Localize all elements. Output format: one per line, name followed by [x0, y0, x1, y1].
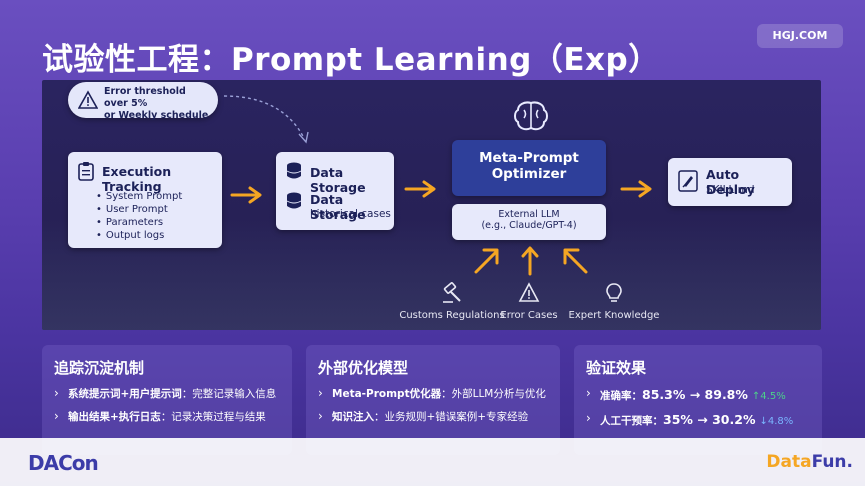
card-items: 系统提示词+用户提示词：完整记录输入信息 输出结果+执行日志：记录决策过程与结果: [54, 386, 289, 433]
trigger-line1: Error threshold over 5%: [104, 86, 186, 109]
storage-subtitle: historical cases: [310, 208, 391, 220]
card-items: 准确率：85.3% → 89.8%↑4.5% 人工干预率：35% → 30.2%…: [586, 386, 821, 437]
execution-items: System Prompt User Prompt Parameters Out…: [96, 190, 182, 242]
storage-title-1: Data Storage: [310, 165, 366, 195]
card-title: 追踪沉淀机制: [54, 359, 145, 377]
warning-icon: [78, 90, 98, 109]
card-optimizer: 外部优化模型 Meta-Prompt优化器：外部LLM分析与优化 知识注入：业务…: [306, 345, 560, 455]
site-badge: HGJ.COM: [757, 24, 843, 48]
arrow-up-left-icon: [563, 248, 588, 274]
datafun-logo: DataFun.: [766, 452, 853, 472]
execution-item: User Prompt: [96, 203, 182, 216]
external-llm-node: External LLM (e.g., Claude/GPT-4): [452, 204, 606, 240]
llm-line1: External LLM: [498, 209, 560, 220]
clipboard-icon: [78, 162, 94, 181]
execution-tracking-node: Execution Tracking System Prompt User Pr…: [68, 152, 222, 248]
factor-customs: Customs Regulations: [392, 282, 512, 321]
factor-label: Customs Regulations: [399, 310, 505, 321]
footer-bar: DACon DataFun.: [0, 438, 865, 486]
warning-icon: [518, 282, 540, 302]
brain-icon: [514, 101, 548, 131]
factor-label: Error Cases: [500, 310, 558, 321]
metric-accuracy: 准确率：85.3% → 89.8%↑4.5%: [586, 386, 821, 404]
auto-deploy-node: Auto Deploy SKILL.md: [668, 158, 792, 206]
storage-title-2: Data Storage: [310, 192, 366, 222]
factor-expert: Expert Knowledge: [564, 282, 664, 321]
execution-item: System Prompt: [96, 190, 182, 203]
dacon-logo: DACon: [28, 451, 99, 475]
dashed-arrow: [223, 95, 309, 144]
llm-line2: (e.g., Claude/GPT-4): [481, 220, 577, 231]
optimizer-line2: Optimizer: [491, 166, 567, 182]
metric-intervention: 人工干预率：35% → 30.2%↓4.8%: [586, 411, 821, 429]
arrow-right-icon: [404, 180, 436, 198]
execution-item: Output logs: [96, 229, 182, 242]
trigger-line2: or Weekly schedule: [104, 110, 209, 121]
card-title: 外部优化模型: [318, 359, 409, 377]
gavel-icon: [443, 282, 461, 303]
card-item: 输出结果+执行日志：记录决策过程与结果: [54, 409, 289, 425]
arrow-up-icon: [521, 246, 539, 276]
card-title: 验证效果: [586, 359, 647, 377]
deploy-title: Auto Deploy: [706, 167, 755, 197]
card-item: 知识注入：业务规则+错误案例+专家经验: [318, 409, 553, 425]
execution-item: Parameters: [96, 216, 182, 229]
arrow-up-right-icon: [474, 248, 499, 274]
card-items: Meta-Prompt优化器：外部LLM分析与优化 知识注入：业务规则+错误案例…: [318, 386, 553, 433]
rocket-icon: [678, 170, 698, 192]
optimizer-line1: Meta-Prompt: [479, 150, 579, 166]
arrow-right-icon: [230, 186, 262, 204]
database-icon: [286, 162, 302, 179]
deploy-subtitle: SKILL.md: [706, 184, 755, 196]
factor-label: Expert Knowledge: [568, 310, 660, 321]
lightbulb-icon: [606, 283, 622, 302]
trigger-condition-bubble: Error threshold over 5% or Weekly schedu…: [68, 82, 218, 121]
card-results: 验证效果 准确率：85.3% → 89.8%↑4.5% 人工干预率：35% → …: [574, 345, 822, 455]
card-item: Meta-Prompt优化器：外部LLM分析与优化: [318, 386, 553, 402]
data-storage-node: Data Storage Data Storage historical cas…: [276, 152, 394, 230]
page-title: 试验性工程：Prompt Learning（Exp）: [42, 42, 660, 78]
meta-prompt-optimizer-node: Meta-Prompt Optimizer: [452, 140, 606, 196]
database-icon: [286, 192, 302, 209]
card-tracking: 追踪沉淀机制 系统提示词+用户提示词：完整记录输入信息 输出结果+执行日志：记录…: [42, 345, 292, 455]
card-item: 系统提示词+用户提示词：完整记录输入信息: [54, 386, 289, 402]
diagram-panel: Error threshold over 5% or Weekly schedu…: [42, 80, 821, 330]
arrow-right-icon: [620, 180, 652, 198]
factor-errors: Error Cases: [494, 282, 564, 321]
